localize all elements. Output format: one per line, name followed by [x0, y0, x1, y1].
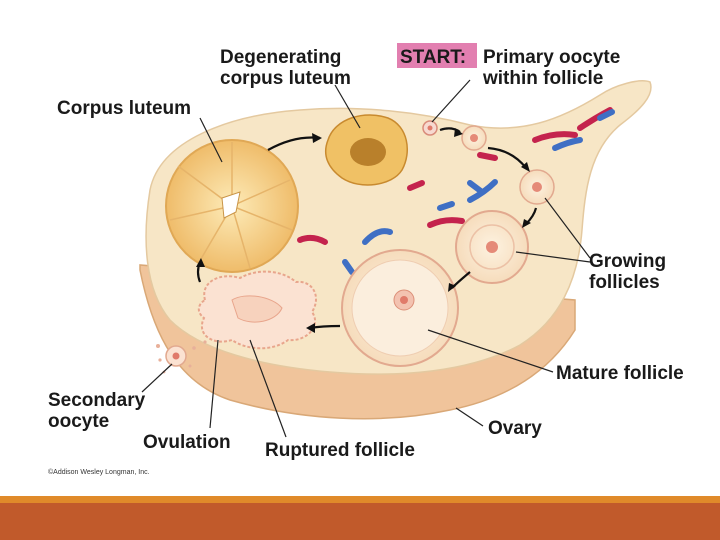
- start-highlight: [397, 43, 477, 68]
- label-ovulation: Ovulation: [143, 432, 231, 453]
- ruptured-follicle: [197, 270, 317, 350]
- growing-follicle-small: [461, 125, 487, 151]
- label-corpus-luteum: Corpus luteum: [57, 98, 191, 119]
- blood-vessels-red: [297, 107, 613, 245]
- label-primary-line1: Primary oocyte: [483, 47, 620, 68]
- label-secondary-line1: Secondary: [48, 390, 146, 411]
- label-ovary: Ovary: [488, 418, 542, 439]
- growing-follicle-large: [455, 210, 529, 284]
- leader-lines: [141, 79, 591, 438]
- label-ruptured-follicle: Ruptured follicle: [265, 440, 415, 461]
- footer-accent-stripe: [0, 496, 720, 503]
- corpus-luteum: [165, 139, 299, 273]
- primary-oocyte-follicle: [422, 120, 438, 136]
- footer-bar: [0, 503, 720, 540]
- label-degenerating-line2: corpus luteum: [220, 68, 351, 89]
- label-mature-follicle: Mature follicle: [556, 363, 684, 384]
- label-start: START:: [400, 47, 466, 68]
- label-growing-line1: Growing: [589, 251, 666, 272]
- copyright-note: ©Addison Wesley Longman, Inc.: [48, 468, 150, 476]
- label-degenerating-line1: Degenerating: [220, 47, 341, 68]
- degenerating-corpus-luteum: [324, 114, 409, 186]
- growing-follicle-medium: [519, 169, 555, 205]
- mature-follicle: [341, 249, 459, 367]
- secondary-oocyte: [156, 340, 207, 374]
- label-secondary-line2: oocyte: [48, 411, 109, 432]
- label-primary-line2: within follicle: [482, 68, 603, 89]
- cycle-arrowheads: [196, 128, 531, 333]
- label-growing-line2: follicles: [589, 272, 660, 293]
- blood-vessels-blue: [342, 109, 615, 275]
